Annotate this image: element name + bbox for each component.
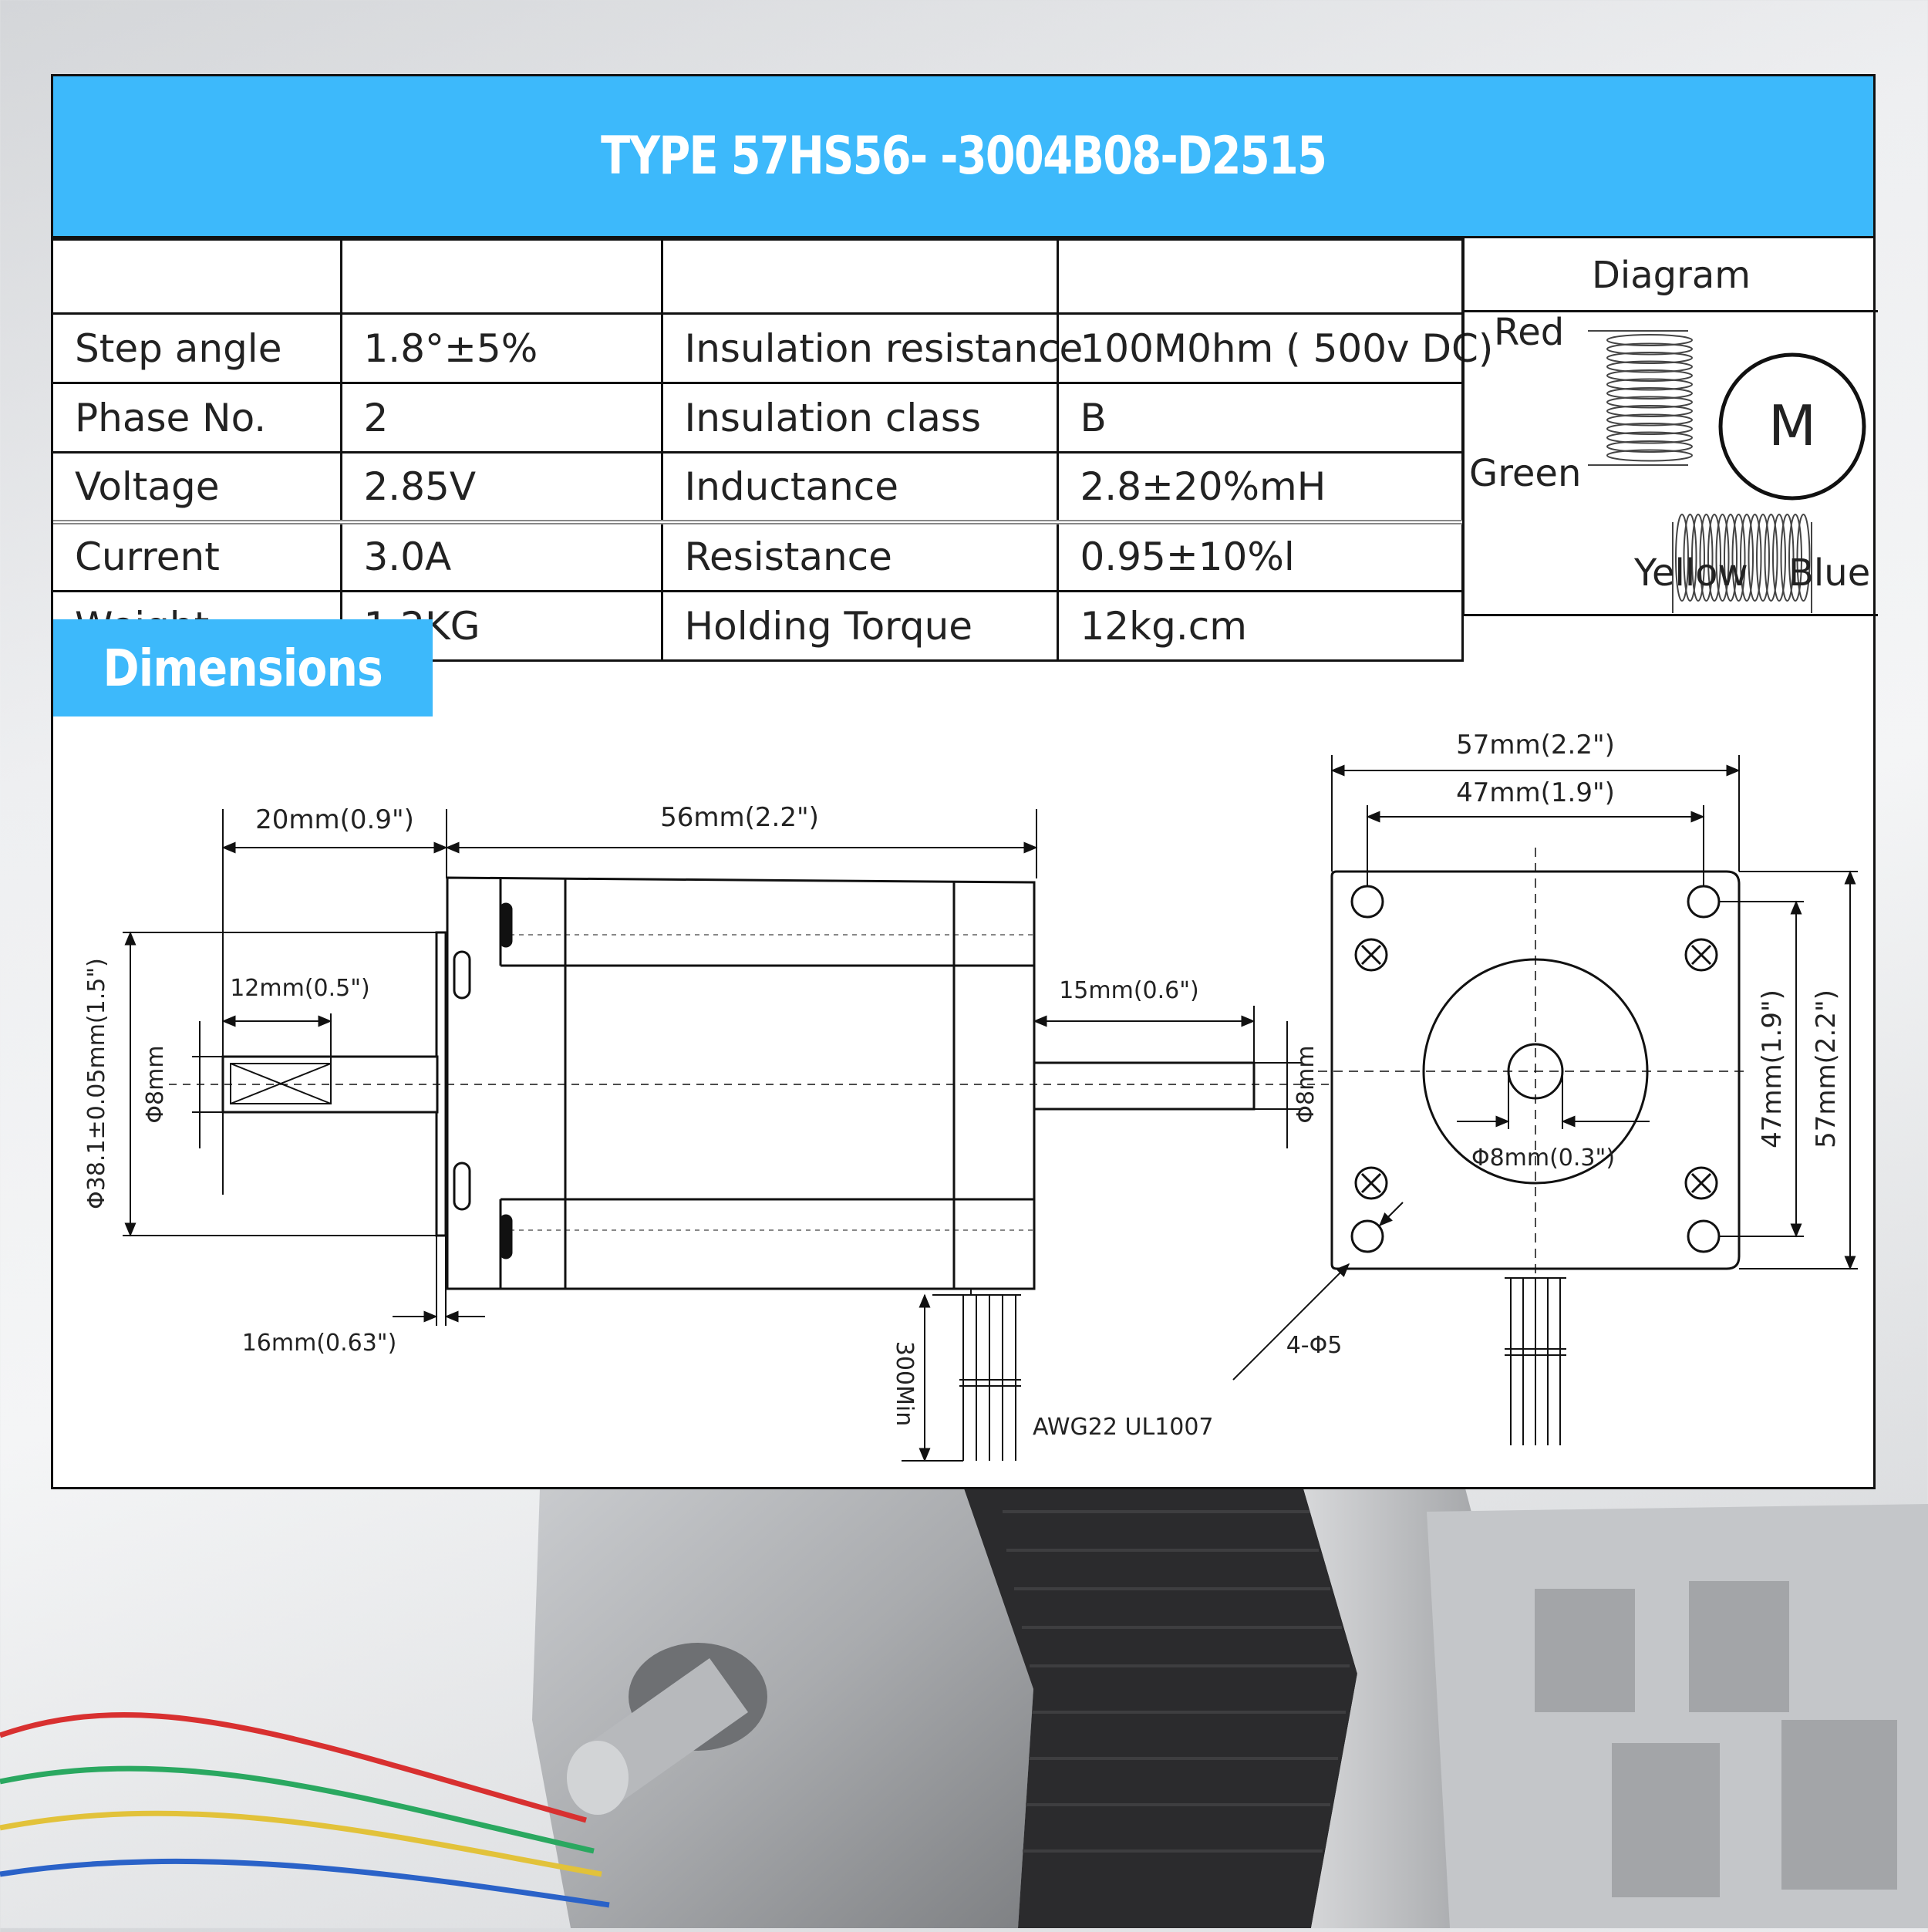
side-dimension-labels: 20mm(0.9") 56mm(2.2") 12mm(0.5") 15mm(0.…	[83, 802, 1320, 1441]
front-dimension-lines	[1232, 755, 1858, 1381]
front-dimension-labels: 57mm(2.2") 47mm(1.9") 47mm(1.9") 57mm(2.…	[1286, 730, 1842, 1359]
front-view	[1318, 848, 1750, 1445]
model-title: TYPE 57HS56- -3004B08-D2515	[600, 126, 1327, 187]
lead-wire-yellow	[0, 1810, 602, 1877]
wire-label-red: Red	[1494, 311, 1564, 354]
dim-width-outer: 57mm(2.2")	[1456, 730, 1615, 760]
dim-height-outer: 57mm(2.2")	[1811, 990, 1842, 1148]
spec-value: 100M0hm ( 500v DC)	[1056, 312, 1493, 384]
front-lead-wires	[1505, 1277, 1566, 1445]
dim-body-length: 56mm(2.2")	[660, 802, 819, 833]
spec-table: Step angle 1.8°±5% Insulation resistance…	[53, 238, 1493, 662]
spec-label: Insulation class	[660, 382, 1059, 453]
spec-value	[339, 238, 663, 315]
wiring-diagram-drawing: Red Green M	[1469, 311, 1866, 613]
motor-body-photo	[532, 1489, 1033, 1928]
wiring-diagram: Diagram Red Green M Yellow Blue	[1462, 238, 1878, 616]
dim-front-shaft-length: 20mm(0.9")	[255, 804, 414, 835]
dim-rear-shaft-length: 15mm(0.6")	[1059, 977, 1199, 1004]
spec-label: Insulation resistance	[660, 312, 1083, 384]
side-dimension-lines	[123, 809, 1303, 1462]
screw-icon	[1354, 938, 1718, 1200]
product-photo	[0, 1489, 1928, 1928]
spec-label: Resistance	[660, 521, 1059, 592]
spec-label: Current	[53, 521, 342, 592]
spec-row: Step angle 1.8°±5% Insulation resistance…	[53, 312, 1493, 384]
coil-a-icon	[1588, 330, 1693, 466]
dimensions-tab: Dimensions	[53, 619, 433, 716]
dim-rear-shaft-dia: Φ8mm	[1293, 1045, 1320, 1123]
spec-label: Voltage	[53, 451, 342, 524]
spec-label: Phase No.	[53, 382, 342, 453]
spec-value	[1056, 238, 1464, 315]
wire-label-yellow: Yellow	[1633, 551, 1748, 595]
spec-label: Inductance	[660, 451, 1059, 524]
dim-front-shaft-dia: Φ8mm(0.3")	[1471, 1145, 1615, 1172]
dimension-drawing: 20mm(0.9") 56mm(2.2") 12mm(0.5") 15mm(0.…	[83, 730, 1858, 1462]
motor-symbol-icon	[1718, 352, 1866, 501]
spec-sheet: TYPE 57HS56- -3004B08-D2515 Step angle 1…	[51, 74, 1878, 1489]
title-bar: TYPE 57HS56- -3004B08-D2515	[53, 76, 1873, 238]
dim-front-shaft-dia: Φ8mm	[142, 1045, 169, 1123]
lead-wire-blue	[0, 1858, 610, 1908]
spec-value: 3.0A	[339, 521, 663, 592]
dim-mounting-holes: 4-Φ5	[1286, 1332, 1343, 1359]
side-view	[169, 876, 1333, 1461]
motor-stator-stack	[964, 1489, 1357, 1928]
spec-value: 2	[339, 382, 663, 453]
spec-row: Current 3.0A Resistance 0.95±10%l	[53, 521, 1464, 592]
dim-boss-dia: Φ38.1±0.05mm(1.5")	[83, 958, 110, 1209]
dim-width-inner: 47mm(1.9")	[1456, 777, 1615, 808]
motor-symbol-label: M	[1768, 393, 1816, 458]
coil-b-icon	[1672, 514, 1812, 613]
spec-row: Phase No. 2 Insulation class B	[53, 382, 1464, 453]
spec-header-row	[53, 238, 1464, 315]
spec-label	[660, 238, 1059, 315]
rear-shaft	[1033, 1061, 1256, 1111]
mounting-hole-icon	[1350, 1219, 1384, 1253]
dimensions-heading: Dimensions	[103, 638, 383, 698]
wiring-lower-labels: Yellow Blue	[1633, 551, 1870, 595]
lead-wire-red	[0, 1712, 587, 1823]
spec-label: Step angle	[53, 312, 342, 384]
wire-label-green: Green	[1469, 452, 1581, 495]
motor-photo-illustration	[0, 1489, 1928, 1928]
motor-side-body	[446, 876, 1036, 1290]
wiring-diagram-heading: Diagram	[1465, 238, 1878, 312]
wire-label-blue: Blue	[1788, 551, 1870, 595]
lead-wire-green	[0, 1765, 595, 1854]
spec-value: 2.85V	[339, 451, 663, 524]
spec-row: Voltage 2.85V Inductance 2.8±20%mH	[53, 451, 1464, 524]
spec-label: Holding Torque	[660, 590, 1059, 662]
spec-value: 12kg.cm	[1056, 590, 1464, 662]
spec-value: 0.95±10%l	[1056, 521, 1464, 592]
spec-value: 2.8±20%mH	[1056, 451, 1464, 524]
dim-wire-spec: AWG22 UL1007	[1033, 1414, 1214, 1441]
spec-value: 1.8°±5%	[339, 312, 663, 384]
dim-height-inner: 47mm(1.9")	[1757, 990, 1788, 1148]
dim-flat-length: 12mm(0.5")	[230, 975, 370, 1002]
spec-label	[53, 238, 342, 315]
dim-flange-thickness: 16mm(0.63")	[242, 1330, 397, 1357]
spec-value: B	[1056, 382, 1464, 453]
dim-lead-length: 300Min	[891, 1341, 918, 1427]
side-lead-wires	[959, 1289, 1021, 1461]
